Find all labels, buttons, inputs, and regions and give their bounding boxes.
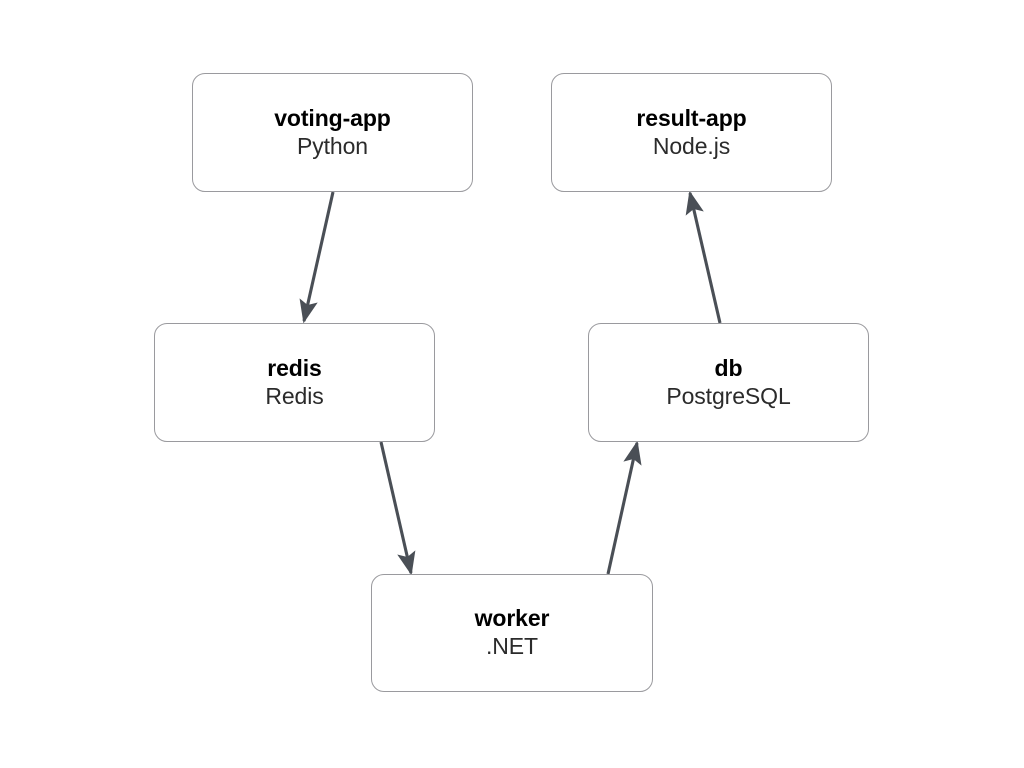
node-title-worker: worker [474, 605, 550, 632]
edge-worker-to-db [606, 440, 642, 575]
node-subtitle-result-app: Node.js [652, 132, 731, 159]
node-subtitle-voting-app: Python [296, 132, 368, 159]
node-title-db: db [714, 354, 743, 381]
node-subtitle-worker: .NET [486, 633, 538, 660]
node-title-voting-app: voting-app [274, 104, 391, 131]
node-title-redis: redis [267, 354, 322, 381]
edge-db-to-result-app [685, 190, 722, 324]
node-subtitle-redis: Redis [265, 382, 324, 409]
node-title-result-app: result-app [636, 104, 747, 131]
node-worker[interactable]: worker.NET [371, 574, 653, 692]
edge-voting-app-to-redis [299, 191, 335, 324]
node-subtitle-db: PostgreSQL [666, 382, 791, 409]
edge-redis-to-worker [379, 441, 416, 576]
